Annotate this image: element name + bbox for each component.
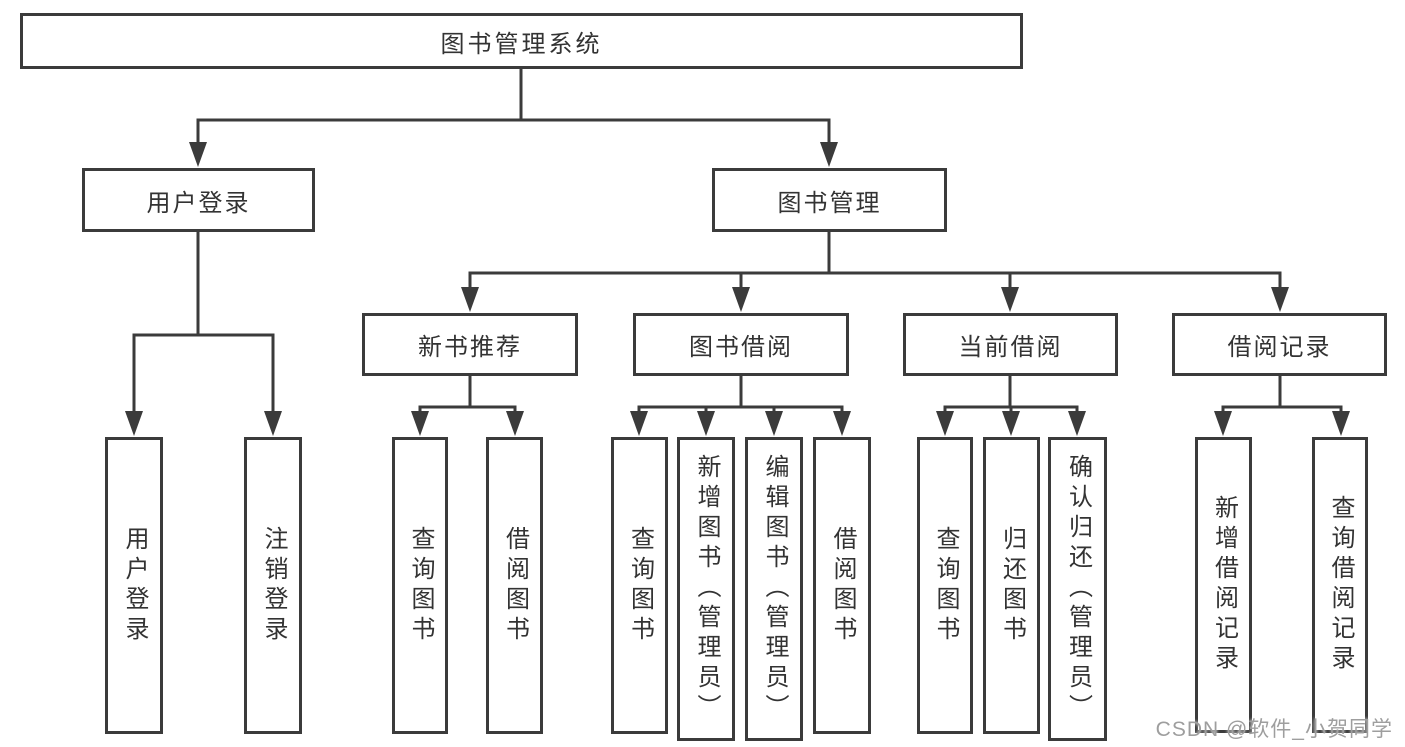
node-current-borrowing: 当前借阅 [903, 313, 1118, 376]
node-label: 借阅图书 [501, 525, 529, 646]
node-label: 借阅记录 [1227, 334, 1332, 361]
leaf-borrow-books-2: 借阅图书 [813, 437, 871, 734]
node-label: 用户登录 [146, 189, 251, 217]
leaf-borrow-books-1: 借阅图书 [486, 437, 543, 734]
node-label: 查询图书 [626, 525, 654, 646]
leaf-query-books-1: 查询图书 [392, 437, 448, 734]
leaf-query-borrow-record: 查询借阅记录 [1312, 437, 1368, 733]
connector-bookmgmt-to-level3 [461, 230, 1289, 312]
leaf-edit-books-admin: 编辑图书（管理员） [745, 437, 803, 741]
node-label: 新书推荐 [418, 334, 522, 361]
node-book-borrowing: 图书借阅 [633, 313, 849, 376]
connector-currentborrow-to-leaves [936, 374, 1086, 436]
connector-newbook-to-leaves [411, 374, 524, 436]
leaf-add-borrow-record: 新增借阅记录 [1195, 437, 1252, 733]
leaf-query-books-2: 查询图书 [611, 437, 668, 734]
node-label: 图书管理系统 [440, 30, 603, 58]
node-borrowing-records: 借阅记录 [1172, 313, 1387, 376]
leaf-add-books-admin: 新增图书（管理员） [677, 437, 735, 741]
node-label: 查询图书 [407, 525, 434, 646]
node-label: 当前借阅 [958, 334, 1063, 361]
node-label: 新增借阅记录 [1210, 495, 1238, 675]
node-user-login: 用户登录 [82, 168, 315, 232]
connector-bookborrow-to-leaves [630, 374, 851, 436]
node-label: 图书管理 [777, 189, 882, 217]
connector-userlogin-to-leaves [125, 230, 282, 436]
node-label: 归还图书 [998, 525, 1026, 646]
watermark: CSDN @软件_小贺同学 [1155, 718, 1393, 741]
node-label: 借阅图书 [829, 525, 856, 646]
leaf-confirm-return-admin: 确认归还（管理员） [1048, 437, 1107, 741]
node-label: 用户登录 [121, 525, 148, 646]
node-book-management: 图书管理 [712, 168, 947, 232]
node-label: 注销登录 [260, 525, 287, 646]
node-system-root: 图书管理系统 [20, 13, 1023, 69]
node-label: 查询借阅记录 [1327, 495, 1354, 675]
node-new-book-recommend: 新书推荐 [362, 313, 578, 376]
connector-root-to-level2 [189, 67, 838, 167]
leaf-user-login: 用户登录 [105, 437, 163, 734]
node-label: 查询图书 [932, 525, 959, 646]
node-label: 编辑图书（管理员） [761, 454, 788, 724]
node-label: 新增图书（管理员） [693, 454, 720, 724]
leaf-logout: 注销登录 [244, 437, 302, 734]
leaf-return-books: 归还图书 [983, 437, 1040, 734]
leaf-query-books-3: 查询图书 [917, 437, 973, 734]
connector-borrowrecord-to-leaves [1214, 374, 1350, 436]
node-label: 确认归还（管理员） [1064, 454, 1092, 724]
node-label: 图书借阅 [689, 334, 793, 361]
